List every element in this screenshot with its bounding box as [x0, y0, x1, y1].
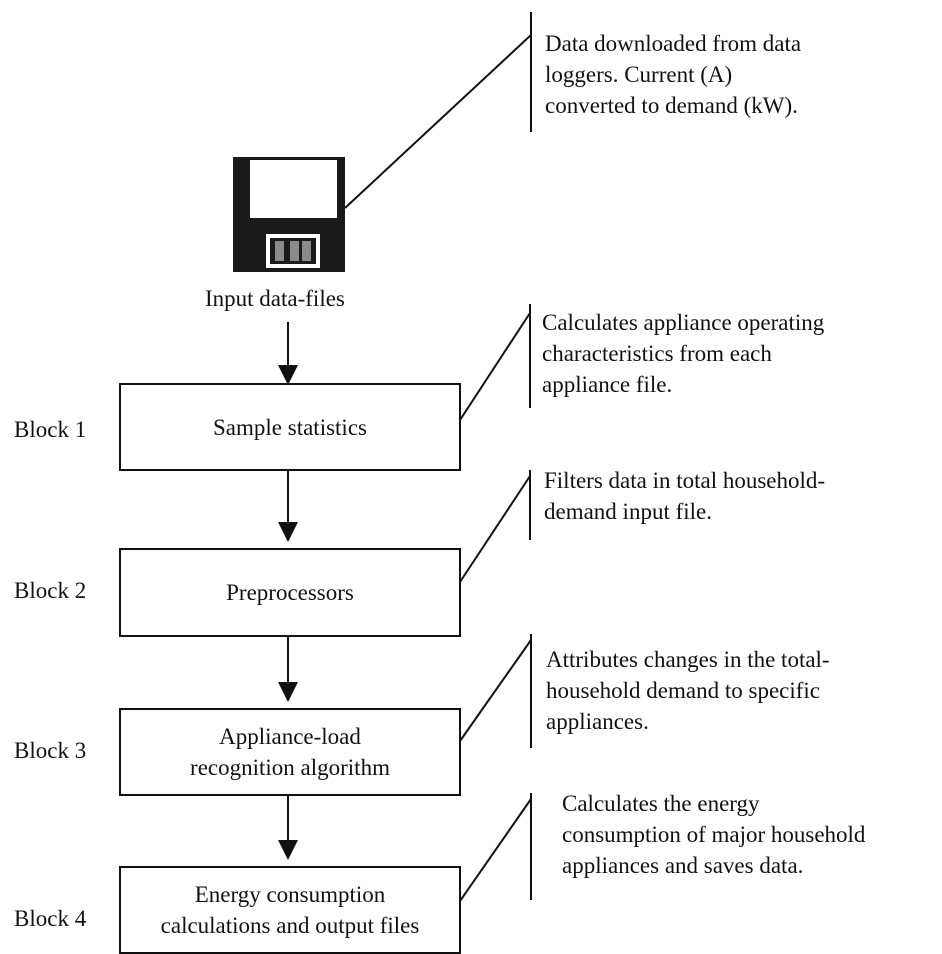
input-note: Data downloaded from data loggers. Curre…	[545, 28, 801, 121]
block-2-label: Block 2	[14, 578, 87, 603]
leader-block4	[459, 798, 532, 902]
note-line: Data downloaded from data	[545, 31, 802, 56]
block-1-note: Calculates appliance operating character…	[542, 307, 824, 400]
leader-block3	[459, 639, 532, 742]
note-line: Calculates the energy	[562, 791, 760, 816]
block-4-title-line: calculations and output files	[160, 913, 420, 938]
note-line: appliances.	[546, 709, 649, 734]
note-line: characteristics from each	[542, 341, 772, 366]
block-3-note: Attributes changes in the total- househo…	[546, 644, 830, 737]
leader-block2	[459, 475, 531, 583]
block-4-note: Calculates the energy consumption of maj…	[562, 788, 865, 881]
note-line: converted to demand (kW).	[545, 93, 798, 118]
input-data-files-label: Input data-files	[205, 286, 345, 311]
block-4-title-line: Energy consumption	[194, 882, 386, 907]
note-line: Calculates appliance operating	[542, 310, 825, 335]
block-2-note: Filters data in total household- demand …	[544, 465, 825, 527]
note-line: loggers. Current (A)	[545, 62, 733, 87]
leader-input	[344, 34, 532, 209]
block-4-box: Energy consumption calculations and outp…	[119, 866, 461, 954]
note-line: Filters data in total household-	[544, 468, 826, 493]
block-2-box: Preprocessors	[119, 548, 461, 637]
block-2-title: Preprocessors	[226, 580, 354, 605]
floppy-disk-icon	[233, 157, 345, 272]
block-1-box: Sample statistics	[119, 383, 461, 471]
block-3-title-line: Appliance-load	[219, 724, 361, 749]
note-line: appliance file.	[542, 372, 673, 397]
block-3-label: Block 3	[14, 738, 87, 763]
note-line: appliances and saves data.	[562, 853, 804, 878]
note-line: household demand to specific	[546, 678, 821, 703]
block-1-title: Sample statistics	[213, 414, 367, 440]
note-line: demand input file.	[544, 499, 712, 524]
leader-block1	[459, 312, 531, 421]
note-line: Attributes changes in the total-	[546, 647, 830, 672]
note-line: consumption of major household	[562, 822, 866, 847]
block-4-label: Block 4	[14, 906, 87, 931]
block-1-label: Block 1	[14, 417, 87, 442]
block-3-box: Appliance-load recognition algorithm	[119, 708, 461, 796]
block-3-title-line: recognition algorithm	[190, 755, 390, 780]
